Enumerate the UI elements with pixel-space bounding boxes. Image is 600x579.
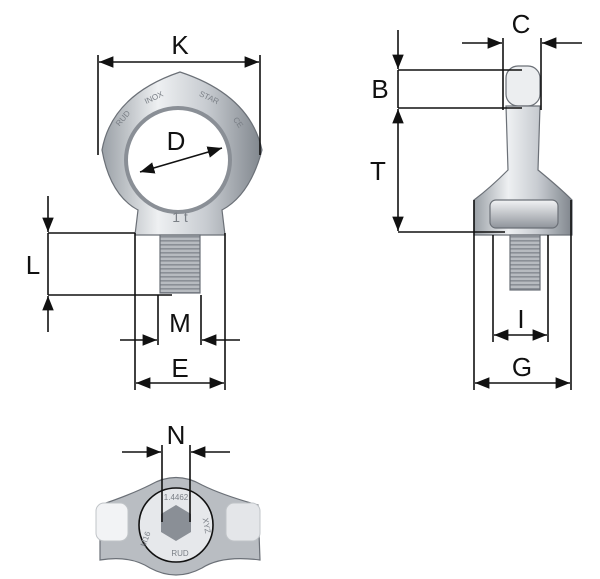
svg-text:XYZ: XYZ [201,517,213,534]
svg-text:RUD: RUD [171,549,189,558]
dim-label-e: E [171,353,188,383]
dim-label-g: G [512,352,532,382]
dim-label-n: N [167,420,186,450]
dim-label-m: M [169,308,191,338]
dim-label-k: K [171,30,189,60]
svg-text:1 t: 1 t [172,209,188,225]
svg-text:1.4462: 1.4462 [164,493,189,502]
dim-label-i: I [517,304,524,334]
dim-label-l: L [26,250,40,280]
dim-label-d: D [167,126,186,156]
dim-label-b: B [371,74,388,104]
front-view: RUD INOX STAR CE 1 t [101,71,263,294]
dim-label-c: C [512,9,531,39]
dim-label-t: T [370,156,386,186]
side-view [473,65,573,291]
bottom-view: 1.4462 XYZ RUD M16 [95,476,261,576]
dimension-lines [42,30,582,522]
